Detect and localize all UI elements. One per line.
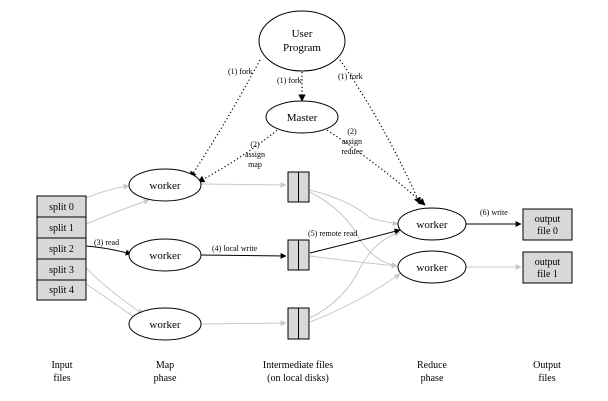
map-worker-bot-ellipse bbox=[128, 307, 202, 341]
master-ellipse bbox=[265, 100, 339, 134]
edge-split3-to-map-bot bbox=[85, 267, 144, 315]
split-box-0-label: split 0 bbox=[49, 202, 74, 213]
active-edges bbox=[85, 221, 522, 259]
edge-disk2-to-reduce-top bbox=[309, 228, 401, 254]
user-program-label-line1: User bbox=[292, 28, 313, 40]
user-program-ellipse bbox=[258, 10, 346, 72]
label-write: (6) write bbox=[480, 208, 508, 217]
split-box-4: split 4 bbox=[36, 279, 87, 301]
label-remote-read: (5) remote read bbox=[308, 229, 357, 238]
phase-intermediate-line1: Intermediate files bbox=[263, 360, 333, 371]
phase-input-line1: Input bbox=[51, 360, 72, 371]
phase-input-line2: files bbox=[53, 373, 70, 384]
output-file-0-line2: file 0 bbox=[537, 226, 558, 237]
output-file-1-rect bbox=[522, 251, 573, 284]
split-box-3-label: split 3 bbox=[49, 265, 74, 276]
master-node: Master bbox=[265, 100, 339, 134]
map-worker-top-ellipse bbox=[128, 168, 202, 202]
map-worker-top-label: worker bbox=[149, 180, 180, 192]
map-worker-mid-ellipse bbox=[128, 238, 202, 272]
phase-map-line1: Map bbox=[156, 360, 174, 371]
edge-disk2-to-reduce-bot bbox=[309, 255, 398, 269]
output-file-1-line2: file 1 bbox=[537, 269, 558, 280]
split-box-3: split 3 bbox=[36, 258, 87, 281]
reduce-worker-top-label: worker bbox=[416, 219, 447, 231]
reduce-worker-bot: worker bbox=[397, 250, 467, 284]
map-worker-mid: worker bbox=[128, 238, 202, 272]
user-program-node: User Program bbox=[258, 10, 346, 72]
label-assign-reduce-line1: (2) bbox=[347, 127, 357, 136]
edge-master-to-reduce-top bbox=[323, 127, 426, 206]
split-box-4-label: split 4 bbox=[49, 285, 74, 296]
edge-disk3-to-reduce-bot bbox=[309, 273, 401, 323]
phase-reduce-line2: phase bbox=[421, 373, 444, 384]
label-assign-reduce-line2: assign bbox=[342, 137, 362, 146]
phase-intermediate-line2: (on local disks) bbox=[267, 373, 329, 384]
split-box-0: split 0 bbox=[36, 195, 87, 218]
edge-fork-to-reduce-top bbox=[339, 59, 421, 205]
map-worker-bot-label: worker bbox=[149, 319, 180, 331]
edge-labels: (1) fork (1) fork (1) fork (2) assign ma… bbox=[94, 67, 508, 253]
map-worker-mid-label: worker bbox=[149, 250, 180, 262]
edge-map-top-to-disk1 bbox=[200, 181, 287, 188]
output-file-1: output file 1 bbox=[522, 251, 573, 284]
inactive-edges bbox=[85, 181, 522, 327]
output-file-0-line1: output bbox=[535, 214, 561, 225]
label-local-write: (4) local write bbox=[212, 244, 258, 253]
split-box-2: split 2 bbox=[36, 237, 87, 260]
edge-master-to-map-top bbox=[197, 127, 281, 183]
label-assign-map-line3: map bbox=[248, 160, 262, 169]
reduce-worker-bot-ellipse bbox=[397, 250, 467, 284]
label-read: (3) read bbox=[94, 238, 119, 247]
map-worker-bot: worker bbox=[128, 307, 202, 341]
phase-reduce-line1: Reduce bbox=[417, 360, 448, 371]
control-edges bbox=[189, 59, 426, 206]
output-file-0: output file 0 bbox=[522, 208, 573, 241]
intermediate-disk-1 bbox=[287, 171, 310, 203]
phase-output-line2: files bbox=[538, 373, 555, 384]
label-fork-left: (1) fork bbox=[228, 67, 253, 76]
user-program-label-line2: Program bbox=[283, 42, 321, 54]
edge-split0-to-map-top bbox=[85, 183, 130, 199]
edge-map-bot-to-disk3 bbox=[200, 320, 287, 327]
edge-split1-to-map-top bbox=[85, 198, 150, 225]
output-file-0-rect bbox=[522, 208, 573, 241]
label-assign-map-line2: assign bbox=[245, 150, 265, 159]
phase-map-line2: phase bbox=[154, 373, 177, 384]
split-box-4-rect bbox=[36, 279, 87, 301]
master-label: Master bbox=[287, 112, 318, 124]
intermediate-disk-3 bbox=[287, 307, 310, 340]
reduce-worker-top: worker bbox=[397, 207, 467, 241]
label-assign-map-line1: (2) bbox=[250, 140, 260, 149]
edge-map-mid-to-disk2 bbox=[200, 252, 287, 259]
split-box-1-label: split 1 bbox=[49, 223, 74, 234]
phase-labels: Input files Map phase Intermediate files… bbox=[51, 360, 561, 384]
split-box-1: split 1 bbox=[36, 216, 87, 239]
label-fork-right: (1) fork bbox=[338, 72, 363, 81]
edge-split2-to-map-mid bbox=[85, 245, 132, 256]
intermediate-disk-2 bbox=[287, 239, 310, 271]
reduce-worker-bot-label: worker bbox=[416, 262, 447, 274]
edge-fork-to-map-top bbox=[189, 59, 261, 179]
split-box-2-label: split 2 bbox=[49, 244, 74, 255]
edge-split4-to-map-bot bbox=[85, 283, 139, 321]
edge-disk3-to-reduce-top bbox=[309, 230, 401, 319]
reduce-worker-top-ellipse bbox=[397, 207, 467, 241]
map-worker-top: worker bbox=[128, 168, 202, 202]
label-assign-reduce-line3: reduce bbox=[341, 147, 363, 156]
label-fork-mid: (1) fork bbox=[277, 76, 302, 85]
edge-disk1-to-reduce-top bbox=[309, 189, 399, 227]
output-file-1-line1: output bbox=[535, 257, 561, 268]
input-splits: split 0 split 1 split 2 split 3 split 4 bbox=[36, 195, 87, 301]
phase-output-line1: Output bbox=[533, 360, 561, 371]
